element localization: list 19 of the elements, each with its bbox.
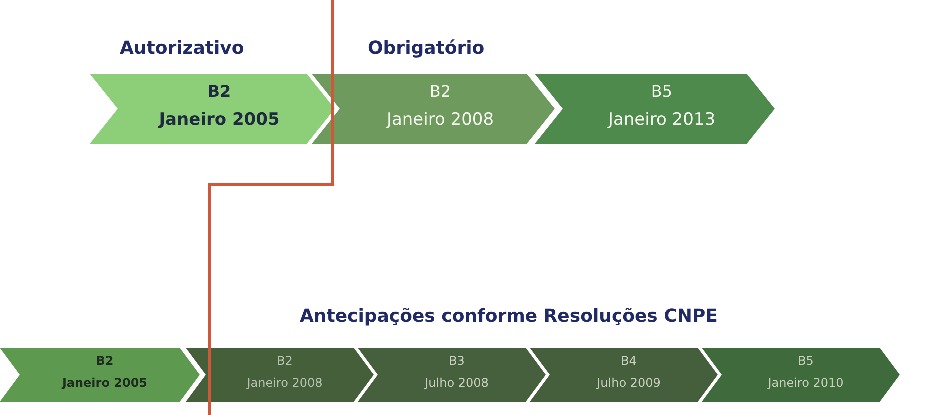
level-code: B4 <box>620 354 638 368</box>
date-text: Julho 2008 <box>424 376 490 390</box>
date-text: Janeiro 2008 <box>385 110 496 130</box>
date-text: Janeiro 2005 <box>60 376 149 390</box>
heading-text: Autorizativo <box>120 38 244 59</box>
level-code: B5 <box>650 82 674 102</box>
level-code: B2 <box>95 354 115 368</box>
level-code: B3 <box>448 354 466 368</box>
date-text: Julho 2009 <box>596 376 662 390</box>
date-text: Janeiro 2008 <box>246 376 324 390</box>
date-text: Janeiro 2010 <box>766 376 845 390</box>
heading-text: Antecipações conforme Resoluções CNPE <box>300 306 718 327</box>
level-code: B2 <box>206 82 232 102</box>
heading-text: Obrigatório <box>368 38 485 59</box>
date-text: Janeiro 2005 <box>157 110 281 130</box>
level-code: B5 <box>797 354 815 368</box>
date-text: Janeiro 2013 <box>606 110 717 130</box>
level-code: B2 <box>276 354 294 368</box>
level-code: B2 <box>428 82 452 102</box>
